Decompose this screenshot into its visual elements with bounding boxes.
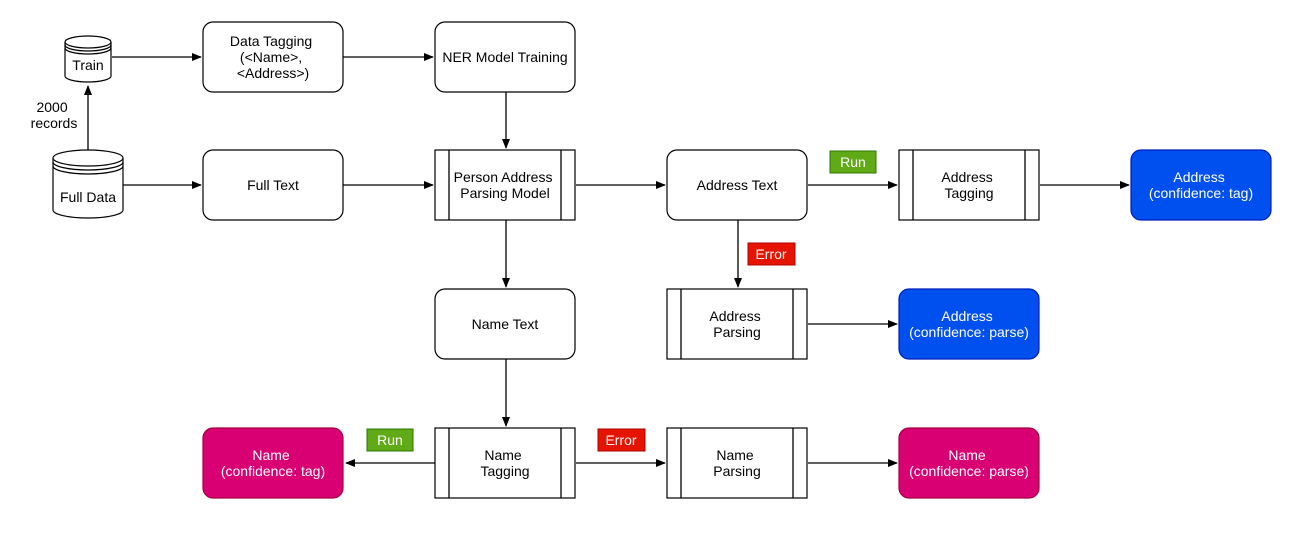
name-parse-result-line-1: Name (948, 447, 986, 463)
edges (84, 53, 1130, 467)
name-parsing-process: Name Parsing (666, 427, 808, 499)
pap-model-line-2: Parsing Model (460, 185, 550, 201)
address-text-node: Address Text (666, 149, 808, 221)
address-tag-result-node: Address (confidence: tag) (1130, 149, 1272, 221)
address-tagging-process: Address Tagging (898, 149, 1040, 221)
full-text-node: Full Text (202, 149, 344, 221)
name-tagging-line-1: Name (484, 447, 522, 463)
full-data-database: Full Data (52, 149, 124, 219)
address-tag-result-line-2: (confidence: tag) (1149, 185, 1253, 201)
name-text-label: Name Text (472, 316, 539, 332)
address-tag-result-line-1: Address (1173, 169, 1224, 185)
name-tag-result-line-1: Name (252, 447, 290, 463)
name-text-node: Name Text (434, 288, 576, 360)
name-tagging-process: Name Tagging (434, 427, 576, 499)
svg-text:Data Tagging (<Name>,: Data Tagging (<Name>, <Address>) (230, 33, 316, 81)
data-tagging-line-2: (<Name>, (240, 49, 302, 65)
address-text-label: Address Text (697, 177, 778, 193)
ner-training-label: NER Model Training (442, 49, 567, 65)
svg-text:Address (confidence: par: Address (confidence: parse) (909, 308, 1029, 340)
svg-text:Name Parsing: Name Parsing (713, 447, 760, 479)
svg-text:Address Parsing: Address Parsing (709, 308, 764, 340)
address-tag-result-box (1130, 149, 1272, 221)
svg-text:Address Tagging: Address Tagging (941, 169, 996, 201)
run-badge-name: Run (366, 428, 414, 452)
name-parse-result-line-2: (confidence: parse) (909, 463, 1029, 479)
records-label: 2000 records (31, 99, 78, 131)
svg-text:Name (confidence: parse): Name (confidence: parse) (909, 447, 1029, 479)
data-tagging-line-1: Data Tagging (230, 33, 312, 49)
run-badge-address-box (829, 150, 877, 174)
pap-model-process: Person Address Parsing Model (434, 149, 576, 221)
svg-text:Name (confidence: tag): Name (confidence: tag) (221, 447, 325, 479)
address-parsing-line-2: Parsing (713, 324, 760, 340)
run-badge-name-label: Run (377, 432, 403, 448)
records-line-2: records (31, 115, 78, 131)
address-parsing-line-1: Address (709, 308, 760, 324)
name-tag-result-line-2: (confidence: tag) (221, 463, 325, 479)
name-tag-result-node: Name (confidence: tag) (202, 427, 344, 499)
name-tag-result-box (202, 427, 344, 499)
data-tagging-node: Data Tagging (<Name>, <Address>) (202, 21, 344, 93)
train-label: Train (72, 57, 103, 73)
name-parsing-line-2: Parsing (713, 463, 760, 479)
address-tagging-line-2: Tagging (944, 185, 993, 201)
error-badge-address-label: Error (755, 246, 786, 262)
error-badge-name-label: Error (605, 432, 636, 448)
address-parse-result-line-2: (confidence: parse) (909, 324, 1029, 340)
records-line-1: 2000 (36, 99, 67, 115)
run-badge-address: Run (829, 150, 877, 174)
run-badge-name-box (366, 428, 414, 452)
full-text-label: Full Text (247, 177, 299, 193)
name-parse-result-box (898, 427, 1040, 499)
svg-text:Person Address Parsing M: Person Address Parsing Model (454, 169, 557, 201)
svg-text:Address (confidence: tag: Address (confidence: tag) (1149, 169, 1253, 201)
svg-text:Name Tagging: Name Tagging (480, 447, 529, 479)
name-parse-result-node: Name (confidence: parse) (898, 427, 1040, 499)
error-badge-name: Error (597, 428, 646, 452)
address-parse-result-line-1: Address (941, 308, 992, 324)
error-badge-address: Error (747, 242, 796, 266)
run-badge-address-label: Run (840, 154, 866, 170)
full-data-label: Full Data (60, 189, 116, 205)
name-parsing-line-1: Name (716, 447, 754, 463)
error-badge-name-box (597, 428, 646, 452)
address-parse-result-node: Address (confidence: parse) (898, 288, 1040, 360)
pap-model-line-1: Person Address (454, 169, 553, 185)
error-badge-address-box (747, 242, 796, 266)
address-parsing-process: Address Parsing (666, 288, 808, 360)
address-tagging-line-1: Address (941, 169, 992, 185)
data-tagging-line-3: <Address>) (237, 65, 309, 81)
train-database: Train (64, 35, 112, 83)
ner-training-node: NER Model Training (434, 21, 576, 93)
name-tagging-line-2: Tagging (480, 463, 529, 479)
address-parse-result-box (898, 288, 1040, 360)
